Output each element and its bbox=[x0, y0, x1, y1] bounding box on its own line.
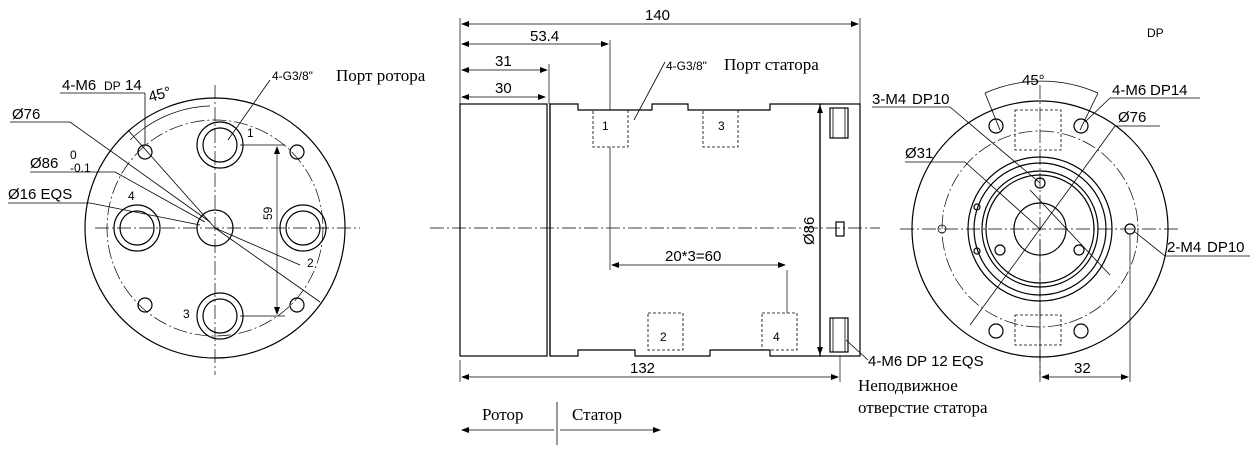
m6-label: 4-M6 bbox=[62, 77, 96, 94]
right-angle-45: 45° bbox=[1022, 72, 1045, 89]
dim-140: 140 bbox=[645, 7, 670, 24]
left-end-view: 59 45° 4-M6 DP 14 Ø76 Ø86 0 -0.1 Ø16 EQS… bbox=[8, 66, 426, 375]
rotor-port-right bbox=[279, 204, 327, 252]
m4-dp: DP10 bbox=[912, 91, 950, 108]
corner-label: DP bbox=[1147, 26, 1164, 40]
dim-30: 30 bbox=[495, 80, 512, 97]
side-port-4: 4 bbox=[773, 330, 780, 344]
dim-132: 132 bbox=[630, 360, 655, 377]
rotor-port-bottom bbox=[196, 292, 244, 340]
angle-45: 45° bbox=[147, 84, 173, 106]
stator-body bbox=[549, 103, 821, 357]
port-num-3: 3 bbox=[183, 307, 190, 321]
side-port-2: 2 bbox=[660, 330, 667, 344]
mount-hole bbox=[289, 144, 305, 160]
dp-value: 14 bbox=[125, 77, 142, 94]
fixed-hole-label-2: отверстие статора bbox=[858, 398, 988, 417]
m4b-label: 2-M4 bbox=[1167, 239, 1201, 256]
dim-31: 31 bbox=[495, 53, 512, 70]
d86-label: Ø86 bbox=[30, 155, 58, 172]
right-d76: Ø76 bbox=[1118, 109, 1146, 126]
side-port-3: 3 bbox=[718, 119, 725, 133]
port-num-4: 4 bbox=[128, 189, 135, 203]
mount-hole bbox=[289, 297, 305, 313]
stator-port-label: Порт статора bbox=[724, 55, 819, 74]
dp-label: DP bbox=[104, 79, 121, 93]
rotor-body bbox=[459, 103, 548, 357]
center-bore bbox=[196, 209, 234, 247]
rotor-port-count: 4-G3/8" bbox=[272, 69, 313, 83]
mount-hole bbox=[137, 297, 153, 313]
d16-label: Ø16 EQS bbox=[8, 186, 72, 203]
d76-label: Ø76 bbox=[12, 106, 40, 123]
side-port-1: 1 bbox=[602, 119, 609, 133]
right-end-view: 45° 32 3-M4 DP10 4-M6 DP14 Ø31 Ø76 2-M4 … bbox=[872, 72, 1250, 382]
d86-tol-up: 0 bbox=[70, 148, 77, 162]
rotor-port-label: Порт ротора bbox=[336, 66, 426, 85]
dim-pitch: 20*3=60 bbox=[665, 248, 721, 265]
m4b-dp: DP10 bbox=[1207, 239, 1245, 256]
fixed-hole-label-1: Неподвижное bbox=[858, 376, 958, 395]
stator-label: Статор bbox=[572, 405, 622, 424]
d86-tol-down: -0.1 bbox=[70, 161, 91, 175]
rotor-label: Ротор bbox=[482, 405, 524, 424]
dim-59: 59 bbox=[261, 206, 275, 220]
m6-eqs-label: 4-M6 DP 12 EQS bbox=[868, 353, 984, 370]
rotor-port-left bbox=[113, 204, 161, 252]
mount-hole bbox=[137, 144, 153, 160]
right-d31: Ø31 bbox=[905, 145, 933, 162]
outer-flange-circle bbox=[84, 97, 346, 359]
dim-53-4: 53.4 bbox=[530, 28, 559, 45]
stator-port-count: 4-G3/8" bbox=[666, 59, 707, 73]
side-d86: Ø86 bbox=[801, 217, 818, 245]
right-m6-label: 4-M6 bbox=[1112, 82, 1146, 99]
port-num-2: 2 bbox=[307, 256, 314, 270]
side-view: 1 3 2 4 140 53.4 31 30 4-G3/8" Порт стат… bbox=[430, 7, 988, 445]
port-num-1: 1 bbox=[247, 126, 254, 140]
dim-32: 32 bbox=[1074, 360, 1091, 377]
m4-label: 3-M4 bbox=[872, 91, 906, 108]
right-m6-dp: DP14 bbox=[1150, 82, 1188, 99]
